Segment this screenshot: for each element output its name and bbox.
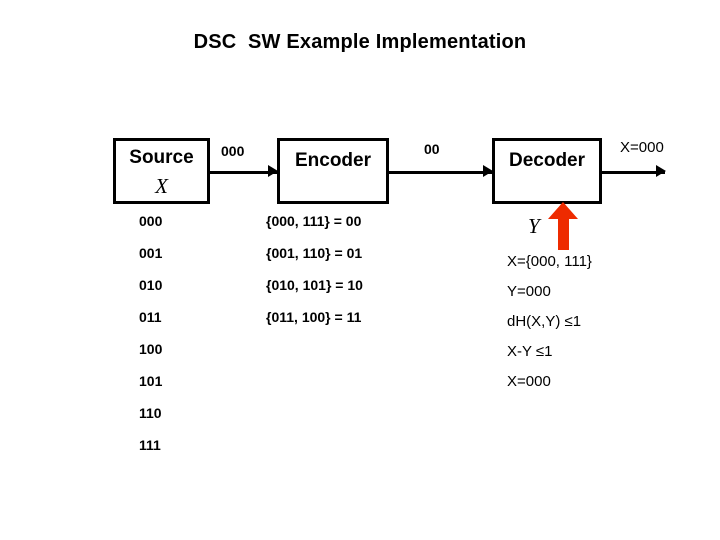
- connector-source-encoder: [210, 171, 277, 174]
- side-information-variable: Y: [528, 214, 540, 238]
- red-arrowhead-icon: [548, 202, 578, 219]
- list-item: 100: [139, 341, 163, 357]
- list-item: {011, 100} = 11: [266, 309, 362, 325]
- list-item: X=000: [507, 373, 551, 390]
- decoder-block: Decoder: [492, 138, 602, 204]
- list-item: 011: [139, 309, 162, 325]
- list-item: Y=000: [507, 283, 551, 300]
- connector-encoder-decoder: [389, 171, 492, 174]
- edge-label-encoder-decoder: 00: [424, 141, 440, 157]
- list-item: 111: [139, 437, 161, 453]
- edge-label-decoder-output: X=000: [620, 139, 664, 156]
- list-item: 101: [139, 373, 163, 389]
- list-item: {000, 111} = 00: [266, 213, 362, 229]
- edge-label-source-encoder: 000: [221, 143, 245, 159]
- encoder-block: Encoder: [277, 138, 389, 204]
- side-information-arrow-icon: [548, 202, 578, 250]
- list-item: X={000, 111}: [507, 253, 592, 270]
- red-arrow-shaft: [558, 218, 569, 250]
- arrowhead-decoder-output-icon: [656, 165, 666, 177]
- source-block: Source X: [113, 138, 210, 204]
- arrowhead-encoder-decoder-icon: [483, 165, 493, 177]
- list-item: 010: [139, 277, 163, 293]
- arrowhead-source-encoder-icon: [268, 165, 278, 177]
- decoder-block-label: Decoder: [508, 150, 586, 171]
- connector-decoder-output: [602, 171, 665, 174]
- list-item: 110: [139, 405, 162, 421]
- source-block-variable: X: [155, 174, 168, 198]
- list-item: 001: [139, 245, 163, 261]
- source-block-label: Source: [129, 147, 194, 168]
- list-item: {001, 110} = 01: [266, 245, 363, 261]
- list-item: dH(X,Y) ≤1: [507, 313, 582, 330]
- list-item: {010, 101} = 10: [266, 277, 363, 293]
- source-word-list: 000 001 010 011 100 101 110 111: [139, 205, 229, 461]
- list-item: 000: [139, 213, 163, 229]
- list-item: X-Y ≤1: [507, 343, 553, 360]
- coset-mapping-list: {000, 111} = 00 {001, 110} = 01 {010, 10…: [266, 205, 426, 333]
- encoder-block-label: Encoder: [294, 150, 372, 171]
- page-title: DSC SW Example Implementation: [193, 31, 527, 53]
- decoder-notes-list: X={000, 111} Y=000 dH(X,Y) ≤1 X-Y ≤1 X=0…: [507, 247, 707, 397]
